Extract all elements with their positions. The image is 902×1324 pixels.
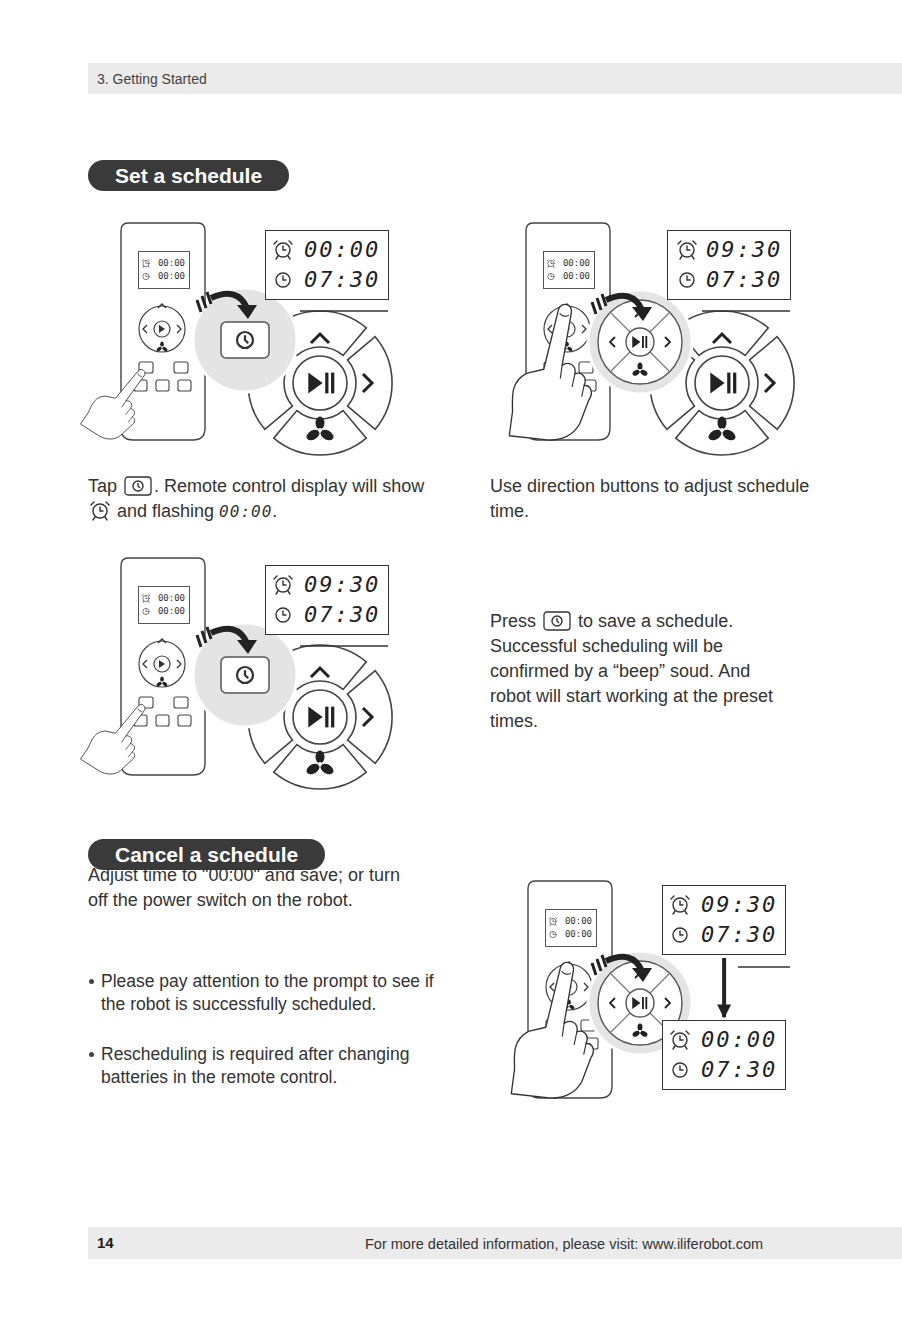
time-readout: 07:30 xyxy=(304,600,380,630)
note-text: Please pay attention to the prompt to se… xyxy=(101,971,434,1014)
display-closeup: 00:0007:30 xyxy=(662,1020,786,1090)
section-header: 3. Getting Started xyxy=(97,70,497,88)
transition-arrow xyxy=(722,958,726,1017)
note-text: Rescheduling is required after changing … xyxy=(101,1043,466,1089)
header-bar xyxy=(88,63,902,94)
zoom-button xyxy=(193,288,297,392)
instruction-text: Use direction buttons to adjust schedule… xyxy=(490,474,820,524)
zoom-direction-pad xyxy=(588,290,692,394)
time-readout: 00:00 xyxy=(154,592,185,605)
time-readout: 00:00 xyxy=(154,605,185,618)
time-readout: 07:30 xyxy=(701,920,777,950)
instruction-text: Adjust time to "00:00" and save; or turn… xyxy=(88,863,423,913)
instruction-text: Use direction buttons to adjust schedule… xyxy=(490,476,809,521)
alarm-icon xyxy=(274,241,292,259)
section-header: 3. Getting Started xyxy=(97,71,207,87)
time-readout: 00:00 xyxy=(154,270,185,283)
heading-text: Set a schedule xyxy=(115,163,262,188)
page-number: 14 xyxy=(97,1234,157,1252)
schedule-button-icon xyxy=(543,611,571,631)
instruction-text: Adjust time to "00:00" and save; or turn… xyxy=(88,865,400,910)
time-readout: 07:30 xyxy=(706,265,782,295)
footer-bar xyxy=(88,1227,902,1259)
instruction-text: . xyxy=(272,501,277,521)
page-number: 14 xyxy=(97,1234,114,1251)
instruction-text: . Remote control display will show xyxy=(154,476,424,496)
clock-icon xyxy=(276,273,290,287)
alarm-icon xyxy=(671,896,689,914)
instruction-text: 00:00 xyxy=(219,502,272,521)
clock-icon xyxy=(550,931,556,937)
alarm-icon xyxy=(142,594,150,602)
alarm-icon xyxy=(274,576,292,594)
remote-display: 00:0000:00 xyxy=(138,586,190,624)
clock-icon xyxy=(673,928,687,942)
time-readout: 00:00 xyxy=(304,235,380,265)
clock-icon xyxy=(143,273,149,279)
instruction-text: Press xyxy=(490,611,536,631)
heading-text: Cancel a schedule xyxy=(115,842,298,867)
clock-icon xyxy=(143,608,149,614)
press-arrow xyxy=(197,627,257,654)
instruction-text: Tap . Remote control display will show a… xyxy=(88,474,430,524)
press-arrow xyxy=(592,955,652,982)
alarm-icon xyxy=(678,241,696,259)
section-heading: Set a schedule xyxy=(88,160,289,191)
footer-text: For more detailed information, please vi… xyxy=(365,1236,763,1252)
time-readout: 00:00 xyxy=(561,928,592,941)
remote-display: 00:0000:00 xyxy=(545,909,597,947)
zoom-button xyxy=(193,623,297,727)
time-readout: 00:00 xyxy=(154,257,185,270)
time-readout: 00:00 xyxy=(561,915,592,928)
time-readout: 00:00 xyxy=(701,1025,777,1055)
time-readout: 09:30 xyxy=(304,570,380,600)
time-readout: 00:00 xyxy=(559,270,590,283)
clock-icon xyxy=(680,273,694,287)
press-arrow xyxy=(197,292,257,319)
alarm-icon xyxy=(671,1031,689,1049)
instruction-text: Tap xyxy=(88,476,117,496)
note-text: Rescheduling is required after changing … xyxy=(101,1044,409,1087)
alarm-icon xyxy=(549,917,557,925)
remote-display: 00:0000:00 xyxy=(543,251,595,289)
time-readout: 00:00 xyxy=(559,257,590,270)
display-closeup: 09:3007:30 xyxy=(667,230,791,300)
schedule-button-icon xyxy=(124,476,152,496)
note-text: Please pay attention to the prompt to se… xyxy=(101,970,451,1016)
alarm-icon xyxy=(547,259,555,267)
time-readout: 09:30 xyxy=(706,235,782,265)
clock-icon xyxy=(673,1063,687,1077)
display-closeup: 09:3007:30 xyxy=(265,565,389,635)
display-closeup: 09:3007:30 xyxy=(662,885,786,955)
clock-icon xyxy=(276,608,290,622)
time-readout: 09:30 xyxy=(701,890,777,920)
instruction-text: and flashing xyxy=(117,501,214,521)
press-arrow xyxy=(592,294,652,321)
hand xyxy=(78,358,163,449)
time-readout: 07:30 xyxy=(304,265,380,295)
time-readout: 07:30 xyxy=(701,1055,777,1085)
hand xyxy=(78,693,163,784)
display-closeup: 00:0007:30 xyxy=(265,230,389,300)
alarm-icon xyxy=(142,259,150,267)
remote-display: 00:0000:00 xyxy=(138,251,190,289)
instruction-text: Press to save a schedule. Successful sch… xyxy=(490,609,790,734)
alarm-icon xyxy=(90,501,110,521)
clock-icon xyxy=(548,273,554,279)
footer-text: For more detailed information, please vi… xyxy=(365,1235,845,1253)
